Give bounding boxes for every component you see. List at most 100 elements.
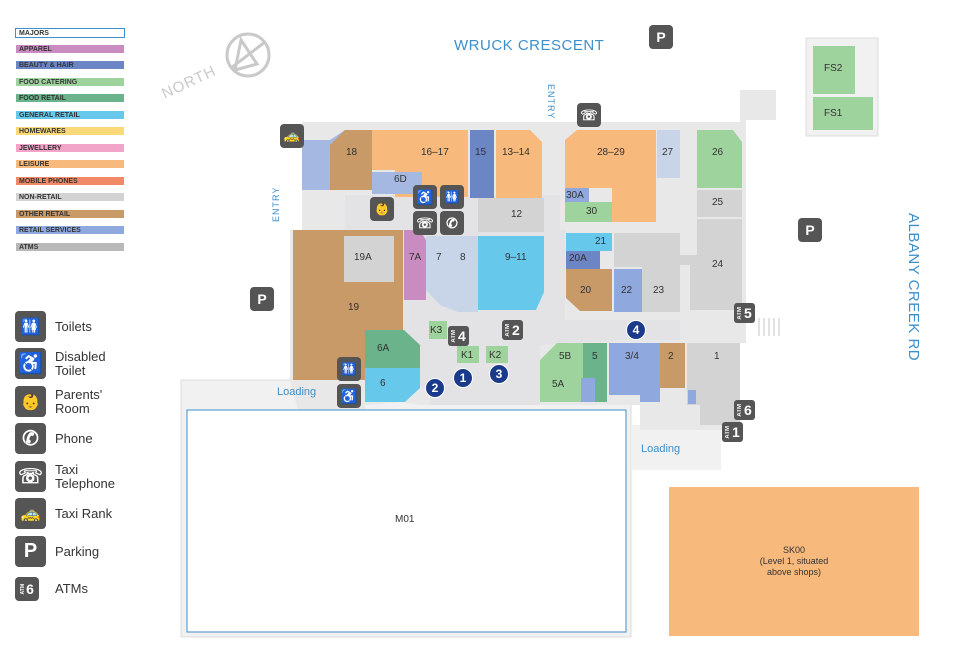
legend-majors: MAJORS [15,28,125,38]
parking-icon: P [15,536,46,567]
north-arrow-icon [225,32,271,78]
unit-20[interactable]: 20 [580,285,592,296]
unit-fs2[interactable]: FS2 [824,63,843,74]
parking-icon: P [250,287,274,311]
unit-8[interactable]: 8 [460,252,466,263]
toilets-icon: 🚻 [15,311,46,342]
key-label: Parking [55,543,100,559]
key-taxi-rank: 🚕 Taxi Rank [15,498,112,529]
unit-30[interactable]: 30 [586,206,598,217]
loading-label-right: Loading [641,443,681,455]
unit-fs1[interactable]: FS1 [824,108,843,119]
unit-20a[interactable]: 20A [569,253,587,264]
legend-other-retail: OTHER RETAIL [15,209,125,219]
parents-room-icon: 👶 [15,386,46,417]
key-label: Disabled Toilet [55,348,106,378]
key-label: Taxi Rank [55,505,113,521]
key-parking: P Parking [15,536,99,567]
legend-mobile-phones: MOBILE PHONES [15,176,125,186]
disabled-toilet-icon: ♿ [15,348,46,379]
marker-3[interactable]: 3 [489,364,509,384]
unit-5[interactable]: 5 [592,351,598,362]
legend-non-retail: NON-RETAIL [15,192,125,202]
unit-k3[interactable]: K3 [430,325,443,336]
parking-icon: P [798,218,822,242]
phone-icon: ✆ [15,423,46,454]
key-taxi-telephone: ☏ Taxi Telephone [15,461,125,492]
unit-9-11[interactable]: 9–11 [505,252,527,263]
unit-30a[interactable]: 30A [566,190,584,201]
unit-16-17[interactable]: 16–17 [421,147,449,158]
unit-k2[interactable]: K2 [489,350,502,361]
unit-15[interactable]: 15 [475,147,487,158]
key-label: Toilets [55,318,92,334]
toilets-icon: 🚻 [440,185,464,209]
unit-24[interactable]: 24 [712,259,724,270]
disabled-toilet-icon: ♿ [337,384,361,408]
unit-5a[interactable]: 5A [552,379,565,390]
legend-retail-services: RETAIL SERVICES [15,225,125,235]
entry-label-left: ENTRY [271,186,281,222]
legend-atms: ATMS [15,242,125,252]
unit-21[interactable]: 21 [595,236,607,247]
unit-2[interactable]: 2 [668,351,674,362]
legend-leisure: LEISURE [15,159,125,169]
unit-12[interactable]: 12 [511,209,523,220]
key-toilets: 🚻 Toilets [15,311,92,342]
unit-19a[interactable]: 19A [354,252,372,263]
marker-1[interactable]: 1 [453,368,473,388]
unit-13-14[interactable]: 13–14 [502,147,530,158]
unit-26[interactable]: 26 [712,147,724,158]
legend-apparel: APPAREL [15,44,125,54]
key-disabled-toilet: ♿ Disabled Toilet [15,348,115,379]
unit-sk00[interactable]: SK00 (Level 1, situated above shops) [759,545,829,577]
unit-7[interactable]: 7 [436,252,442,263]
unit-1[interactable]: 1 [714,351,720,362]
legend-general-retail: GENERAL RETAIL [15,110,125,120]
legend-beauty-hair: BEAUTY & HAIR [15,60,125,70]
marker-2[interactable]: 2 [425,378,445,398]
entry-label-top: ENTRY [546,84,556,120]
unit-6a[interactable]: 6A [377,343,390,354]
toilets-icon: 🚻 [337,357,361,381]
unit-3-4[interactable]: 3/4 [625,351,639,362]
unit-18[interactable]: 18 [346,147,358,158]
compass: NORTH [155,30,275,110]
key-label: Taxi Telephone [55,461,115,491]
phone-icon: ✆ [440,211,464,235]
unit-27[interactable]: 27 [662,147,674,158]
marker-4[interactable]: 4 [626,320,646,340]
taxi-telephone-icon: ☏ [15,461,46,492]
unit-23[interactable]: 23 [653,285,665,296]
disabled-toilet-icon: ♿ [413,185,437,209]
key-label: ATMs [55,581,88,596]
taxi-rank-icon: 🚕 [15,498,46,529]
legend-food-catering: FOOD CATERING [15,77,125,87]
parking-icon: P [649,25,673,49]
unit-25[interactable]: 25 [712,197,724,208]
unit-22[interactable]: 22 [621,285,633,296]
legend-homewares: HOMEWARES [15,126,125,136]
legend-jewellery: JEWELLERY [15,143,125,153]
parents-room-icon: 👶 [370,197,394,221]
unit-5b[interactable]: 5B [559,351,572,362]
legend-food-retail: FOOD RETAIL [15,93,125,103]
unit-k1[interactable]: K1 [461,350,474,361]
unit-6d[interactable]: 6D [394,174,407,185]
street-wruck-crescent: WRUCK CRESCENT [454,37,605,54]
taxi-telephone-icon: ☏ [577,103,601,127]
taxi-rank-icon: 🚕 [280,124,304,148]
unit-6[interactable]: 6 [380,378,386,389]
unit-28-29[interactable]: 28–29 [597,147,625,158]
unit-19[interactable]: 19 [348,302,360,313]
unit-m01[interactable]: M01 [395,514,415,525]
unit-7a[interactable]: 7A [409,252,422,263]
